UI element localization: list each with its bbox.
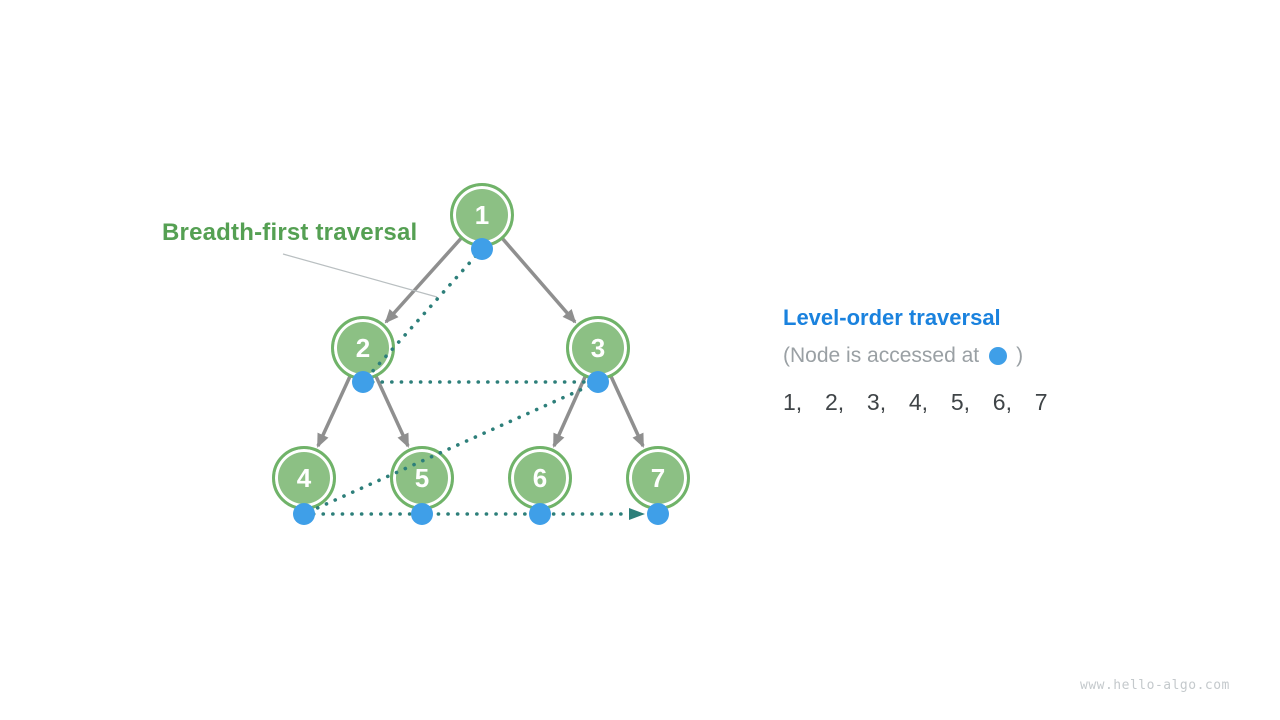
node-label: 3 xyxy=(590,332,606,363)
tree-node-3: 3 xyxy=(566,316,630,380)
access-dot-icon xyxy=(989,347,1008,365)
node-label: 6 xyxy=(532,462,548,493)
legend-note-suffix: ) xyxy=(1016,344,1024,367)
tree-node-6: 6 xyxy=(508,446,572,510)
tree-node-7: 7 xyxy=(626,446,690,510)
tree-node-4: 4 xyxy=(272,446,336,510)
legend-note: (Node is accessed at ) xyxy=(783,344,1023,368)
node-label: 5 xyxy=(414,462,430,493)
node-label: 4 xyxy=(296,462,312,493)
legend-title: Level-order traversal xyxy=(783,305,1001,330)
traversal-sequence: 1, 2, 3, 4, 5, 6, 7 xyxy=(783,389,1048,415)
tree-node-1: 1 xyxy=(450,183,514,247)
site-watermark: www.hello-algo.com xyxy=(1080,678,1230,693)
label-pointer-line xyxy=(282,253,438,298)
node-label: 7 xyxy=(650,462,666,493)
node-label: 2 xyxy=(355,332,371,363)
node-label: 1 xyxy=(474,199,490,230)
tree-node-5: 5 xyxy=(390,446,454,510)
tree-node-2: 2 xyxy=(331,316,395,380)
breadth-first-label: Breadth-first traversal xyxy=(162,219,418,246)
legend-note-prefix: (Node is accessed at xyxy=(783,344,980,367)
